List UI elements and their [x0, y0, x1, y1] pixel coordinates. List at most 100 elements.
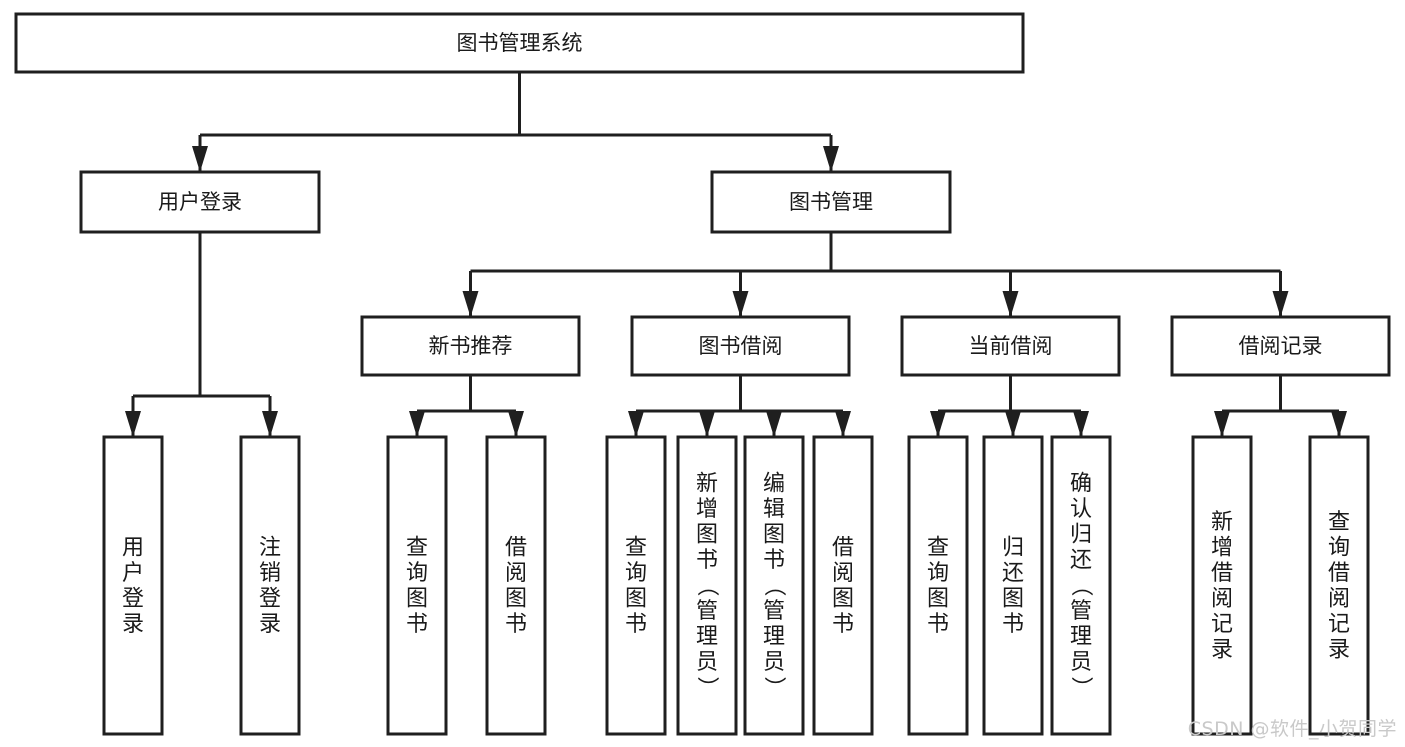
node-label-char: 编 — [763, 472, 785, 497]
submodule-node-borrow-record[interactable]: 借阅记录 — [1170, 315, 1391, 377]
node-label: 借阅记录 — [1239, 334, 1323, 358]
node-box-book-manage[interactable] — [710, 170, 952, 234]
node-label-char: 查 — [1328, 510, 1350, 535]
node-box-user-login[interactable] — [79, 170, 321, 234]
node-layer: 图书管理系统用户登录图书管理新书推荐图书借阅当前借阅借阅记录用户登录用户登录注销… — [14, 12, 1391, 736]
leaf-node-l-query-book-2[interactable]: 查询图书查询图书 — [605, 435, 667, 736]
node-label-char: 图 — [1002, 586, 1024, 611]
node-box-new-book-rec[interactable] — [360, 315, 581, 377]
arrow-head-icon-l-borrow-book-1 — [508, 411, 524, 437]
node-label-char: 图 — [832, 586, 854, 611]
node-label-char: 还 — [1070, 548, 1092, 573]
node-label-char: 员 — [1070, 650, 1092, 675]
node-label-char: ） — [761, 676, 786, 698]
node-box-l-query-book-2[interactable] — [605, 435, 667, 736]
module-node-book-manage[interactable]: 图书管理 — [710, 170, 952, 234]
submodule-node-current-borrow[interactable]: 当前借阅 — [900, 315, 1121, 377]
node-label-char: 书 — [832, 612, 854, 637]
node-label-char: 录 — [259, 612, 281, 637]
node-box-l-return-book[interactable] — [982, 435, 1044, 736]
node-box-l-edit-book[interactable] — [743, 435, 805, 736]
node-label-char: 书 — [1002, 612, 1024, 637]
node-label-char: 借 — [832, 535, 854, 560]
node-label: 图书借阅 — [699, 334, 783, 358]
node-label-char: 记 — [1211, 612, 1233, 637]
node-box-l-query-book-1[interactable] — [386, 435, 448, 736]
node-box-current-borrow[interactable] — [900, 315, 1121, 377]
node-label-char: 归 — [1002, 535, 1024, 560]
node-label-char: 询 — [625, 561, 647, 586]
arrow-head-icon-book-manage — [823, 146, 839, 172]
submodule-node-new-book-rec[interactable]: 新书推荐 — [360, 315, 581, 377]
node-box-l-borrow-book-2[interactable] — [812, 435, 874, 736]
arrow-head-icon-l-add-record — [1214, 411, 1230, 437]
arrow-head-icon-l-query-book-2 — [628, 411, 644, 437]
arrow-head-icon-l-confirm-return — [1073, 411, 1089, 437]
node-label-char: 管 — [1070, 599, 1092, 624]
node-box-l-add-book[interactable] — [676, 435, 738, 736]
node-label-char: 图 — [927, 586, 949, 611]
leaf-node-l-borrow-book-1[interactable]: 借阅图书借阅图书 — [485, 435, 547, 736]
leaf-node-l-query-book-3[interactable]: 查询图书查询图书 — [907, 435, 969, 736]
node-label-char: 询 — [927, 561, 949, 586]
node-box-l-confirm-return[interactable] — [1050, 435, 1112, 736]
node-label-char: 增 — [1211, 535, 1233, 560]
node-box-l-add-record[interactable] — [1191, 435, 1253, 736]
node-label-char: 书 — [625, 612, 647, 637]
node-label-char: 查 — [625, 535, 647, 560]
node-label-char: 理 — [1070, 625, 1092, 650]
node-label: 新书推荐 — [429, 334, 513, 358]
node-label-char: 录 — [1328, 637, 1350, 662]
node-label-char: 询 — [406, 561, 428, 586]
node-box-leaf-user-login[interactable] — [102, 435, 164, 736]
submodule-node-book-borrow[interactable]: 图书借阅 — [630, 315, 851, 377]
node-box-borrow-record[interactable] — [1170, 315, 1391, 377]
leaf-node-l-return-book[interactable]: 归还图书归还图书 — [982, 435, 1044, 736]
node-box-book-borrow[interactable] — [630, 315, 851, 377]
arrow-head-icon-user-login — [192, 146, 208, 172]
leaf-node-l-add-record[interactable]: 新增借阅记录新增借阅记录 — [1191, 435, 1253, 736]
node-label-char: 户 — [122, 561, 144, 586]
node-label: 图书管理系统 — [457, 31, 583, 55]
arrow-head-icon-l-query-book-3 — [930, 411, 946, 437]
node-label: 图书管理 — [789, 190, 873, 214]
node-box-l-query-book-3[interactable] — [907, 435, 969, 736]
arrow-head-icon-book-borrow — [732, 291, 749, 317]
leaf-node-l-borrow-book-2[interactable]: 借阅图书借阅图书 — [812, 435, 874, 736]
arrow-head-icon-leaf-user-logout — [262, 411, 278, 437]
leaf-node-l-query-book-1[interactable]: 查询图书查询图书 — [386, 435, 448, 736]
node-label-char: （ — [1068, 574, 1093, 596]
node-box-root[interactable] — [14, 12, 1025, 74]
arrow-head-icon-new-book-rec — [462, 291, 479, 317]
node-label-char: ） — [1068, 676, 1093, 698]
node-label-char: 管 — [696, 599, 718, 624]
node-label-char: 理 — [763, 625, 785, 650]
arrow-head-icon-l-add-book — [699, 411, 715, 437]
node-label-char: （ — [694, 574, 719, 596]
node-label-char: 销 — [259, 561, 281, 586]
leaf-node-leaf-user-login[interactable]: 用户登录用户登录 — [102, 435, 164, 736]
node-label-char: 归 — [1070, 523, 1092, 548]
node-label-char: 查 — [927, 535, 949, 560]
node-label-char: 借 — [1211, 561, 1233, 586]
node-label-char: 书 — [406, 612, 428, 637]
node-label-char: 借 — [505, 535, 527, 560]
leaf-node-leaf-user-logout[interactable]: 注销登录注销登录 — [239, 435, 301, 736]
module-node-user-login[interactable]: 用户登录 — [79, 170, 321, 234]
node-label-char: （ — [761, 574, 786, 596]
leaf-node-l-query-record[interactable]: 查询借阅记录查询借阅记录 — [1308, 435, 1370, 736]
root-node-root[interactable]: 图书管理系统 — [14, 12, 1025, 74]
node-label-char: 书 — [763, 548, 785, 573]
node-label-char: 查 — [406, 535, 428, 560]
node-box-l-borrow-book-1[interactable] — [485, 435, 547, 736]
node-label-char: 用 — [122, 535, 144, 560]
node-label-char: 录 — [122, 612, 144, 637]
node-box-l-query-record[interactable] — [1308, 435, 1370, 736]
node-box-leaf-user-logout[interactable] — [239, 435, 301, 736]
arrow-head-icon-l-query-book-1 — [409, 411, 425, 437]
node-label-char: 图 — [505, 586, 527, 611]
